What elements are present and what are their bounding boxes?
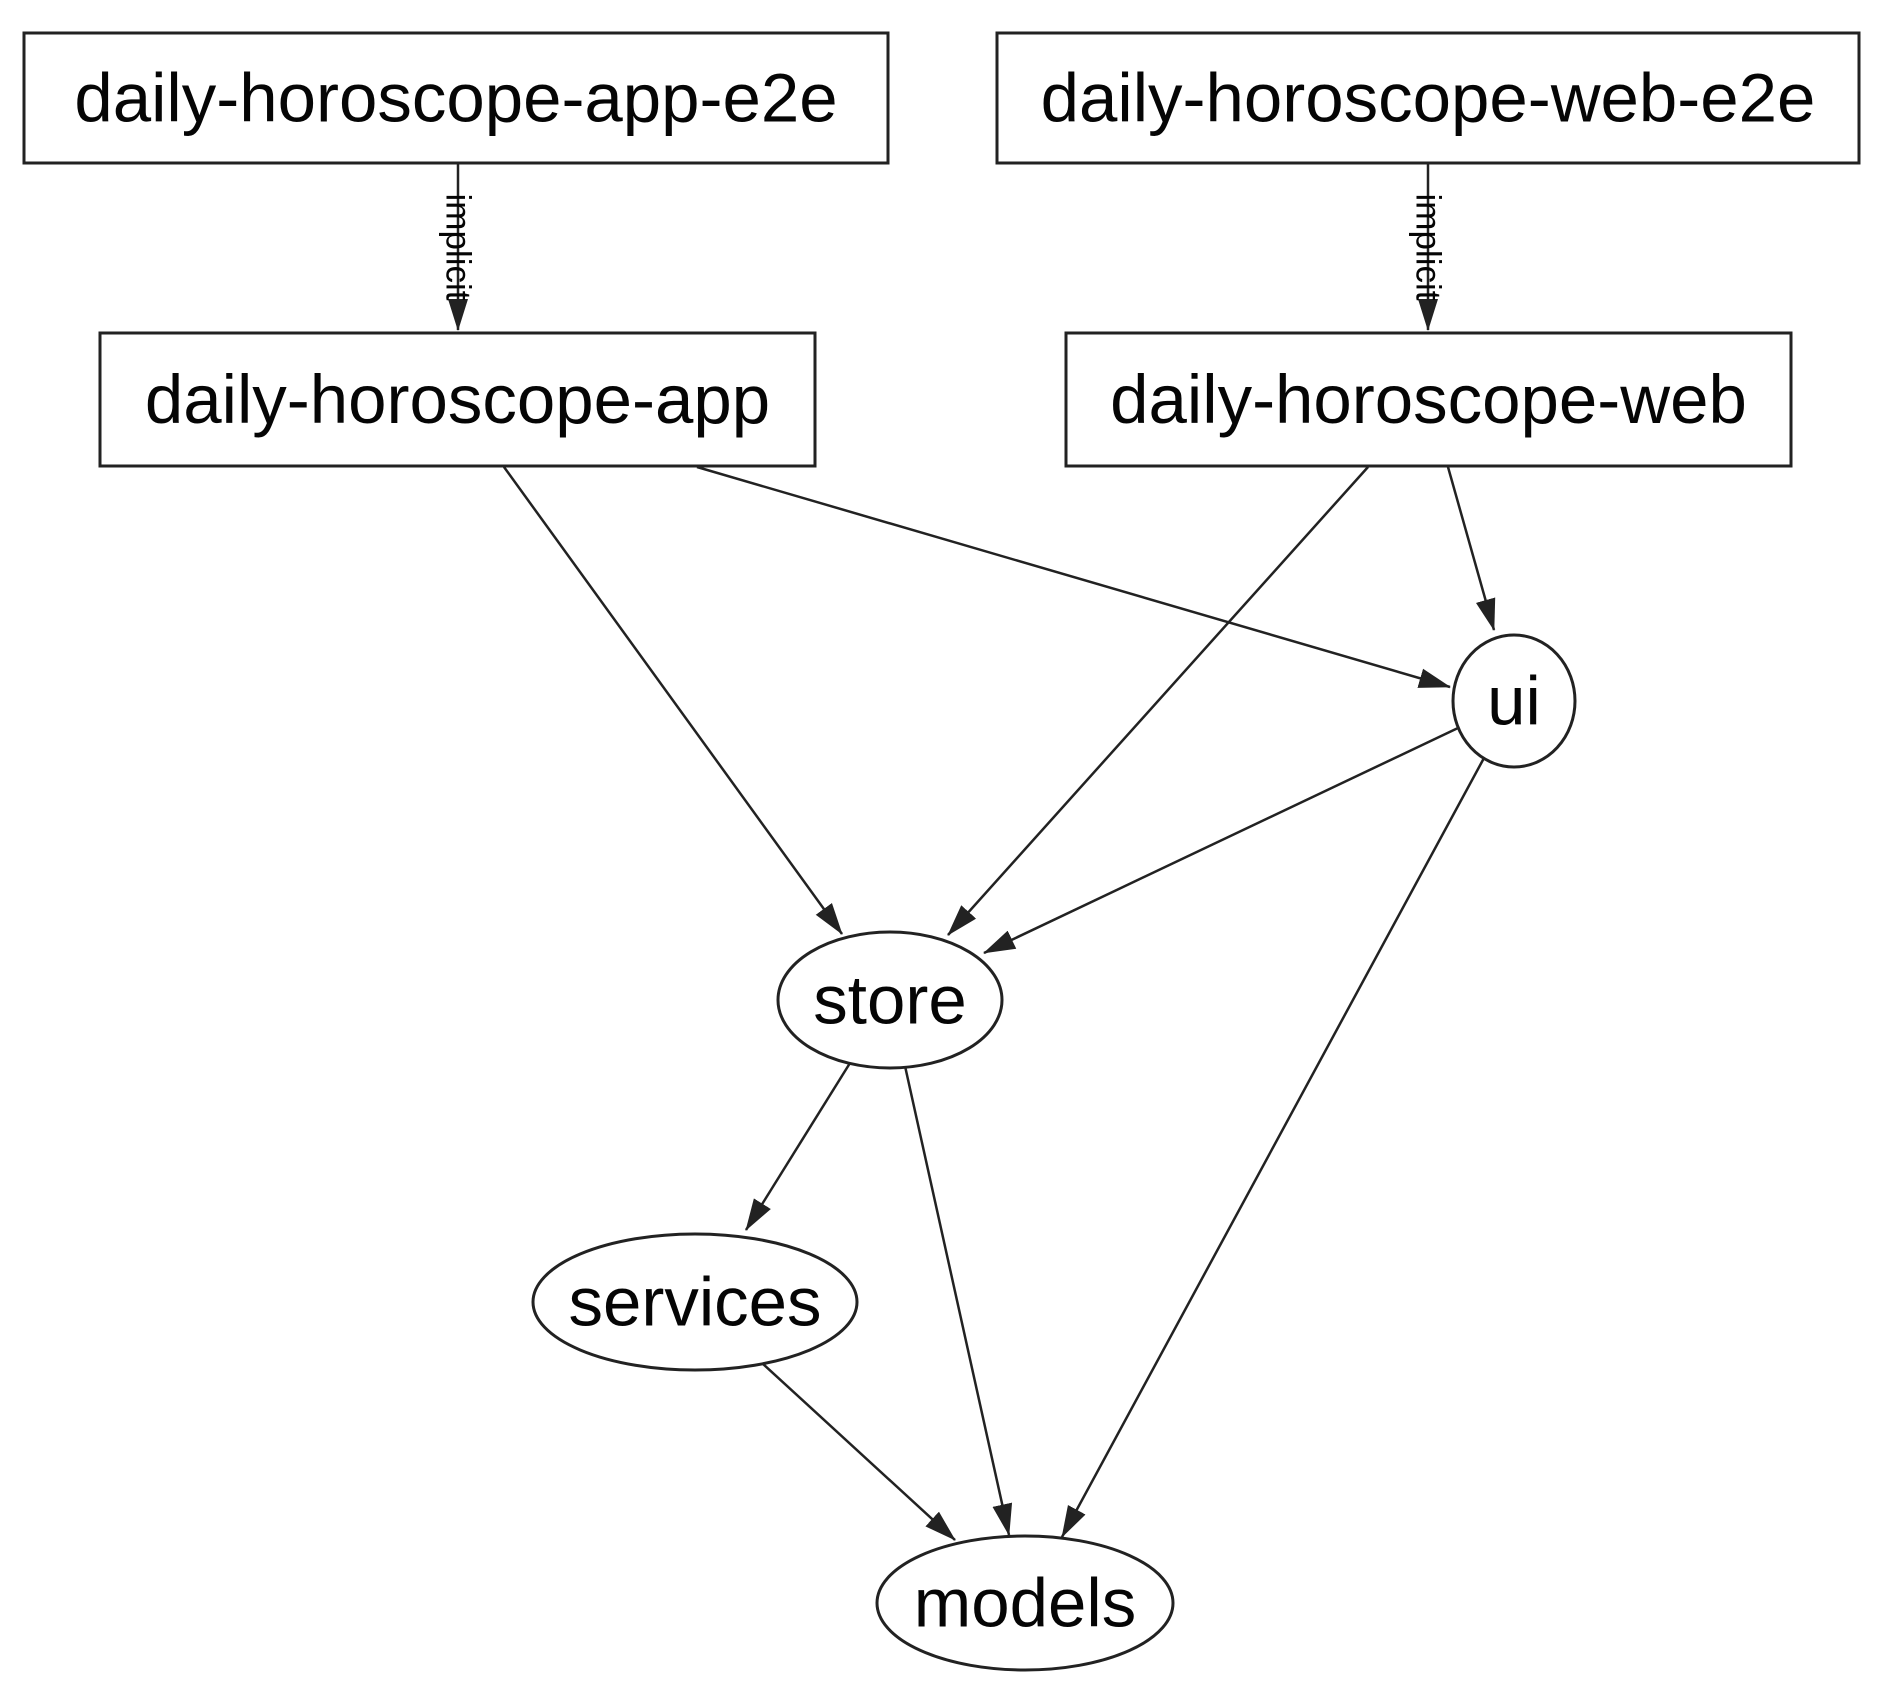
edge-daily-horoscope-web-to-store-line [947,466,1369,936]
node-daily-horoscope-app-e2e-box [22,31,890,165]
implicit-edge-label: implicit [439,194,478,301]
edge-services-to-models-line [761,1362,956,1541]
node-services-label: services [568,1264,821,1341]
edge-daily-horoscope-app-to-ui-line [696,465,1451,689]
edge-store-to-services-line [744,1062,852,1231]
edge-daily-horoscope-web-to-ui-line [1446,466,1496,631]
edge-store-to-models-line [903,1065,1013,1536]
node-services-ellipse [531,1232,859,1372]
node-daily-horoscope-app-e2e-label: daily-horoscope-app-e2e [74,60,837,137]
node-models-ellipse [875,1534,1175,1672]
node-store-label: store [813,962,966,1039]
edge-ui-to-store-line [983,726,1459,955]
node-store-ellipse [776,930,1004,1070]
node-ui-label: ui [1487,663,1541,740]
node-daily-horoscope-web-e2e-label: daily-horoscope-web-e2e [1041,60,1816,137]
node-daily-horoscope-web-box [1064,331,1793,468]
edge-daily-horoscope-app-to-store-line [502,466,844,935]
implicit-edge-label: implicit [1409,194,1448,301]
node-ui-ellipse [1451,633,1577,769]
node-daily-horoscope-app-box [98,331,817,468]
node-models-label: models [914,1565,1136,1642]
node-daily-horoscope-web-label: daily-horoscope-web [1110,361,1747,438]
node-daily-horoscope-web-e2e-box [995,31,1861,165]
node-daily-horoscope-app-label: daily-horoscope-app [145,361,770,438]
edge-ui-to-models-line [1060,757,1486,1538]
